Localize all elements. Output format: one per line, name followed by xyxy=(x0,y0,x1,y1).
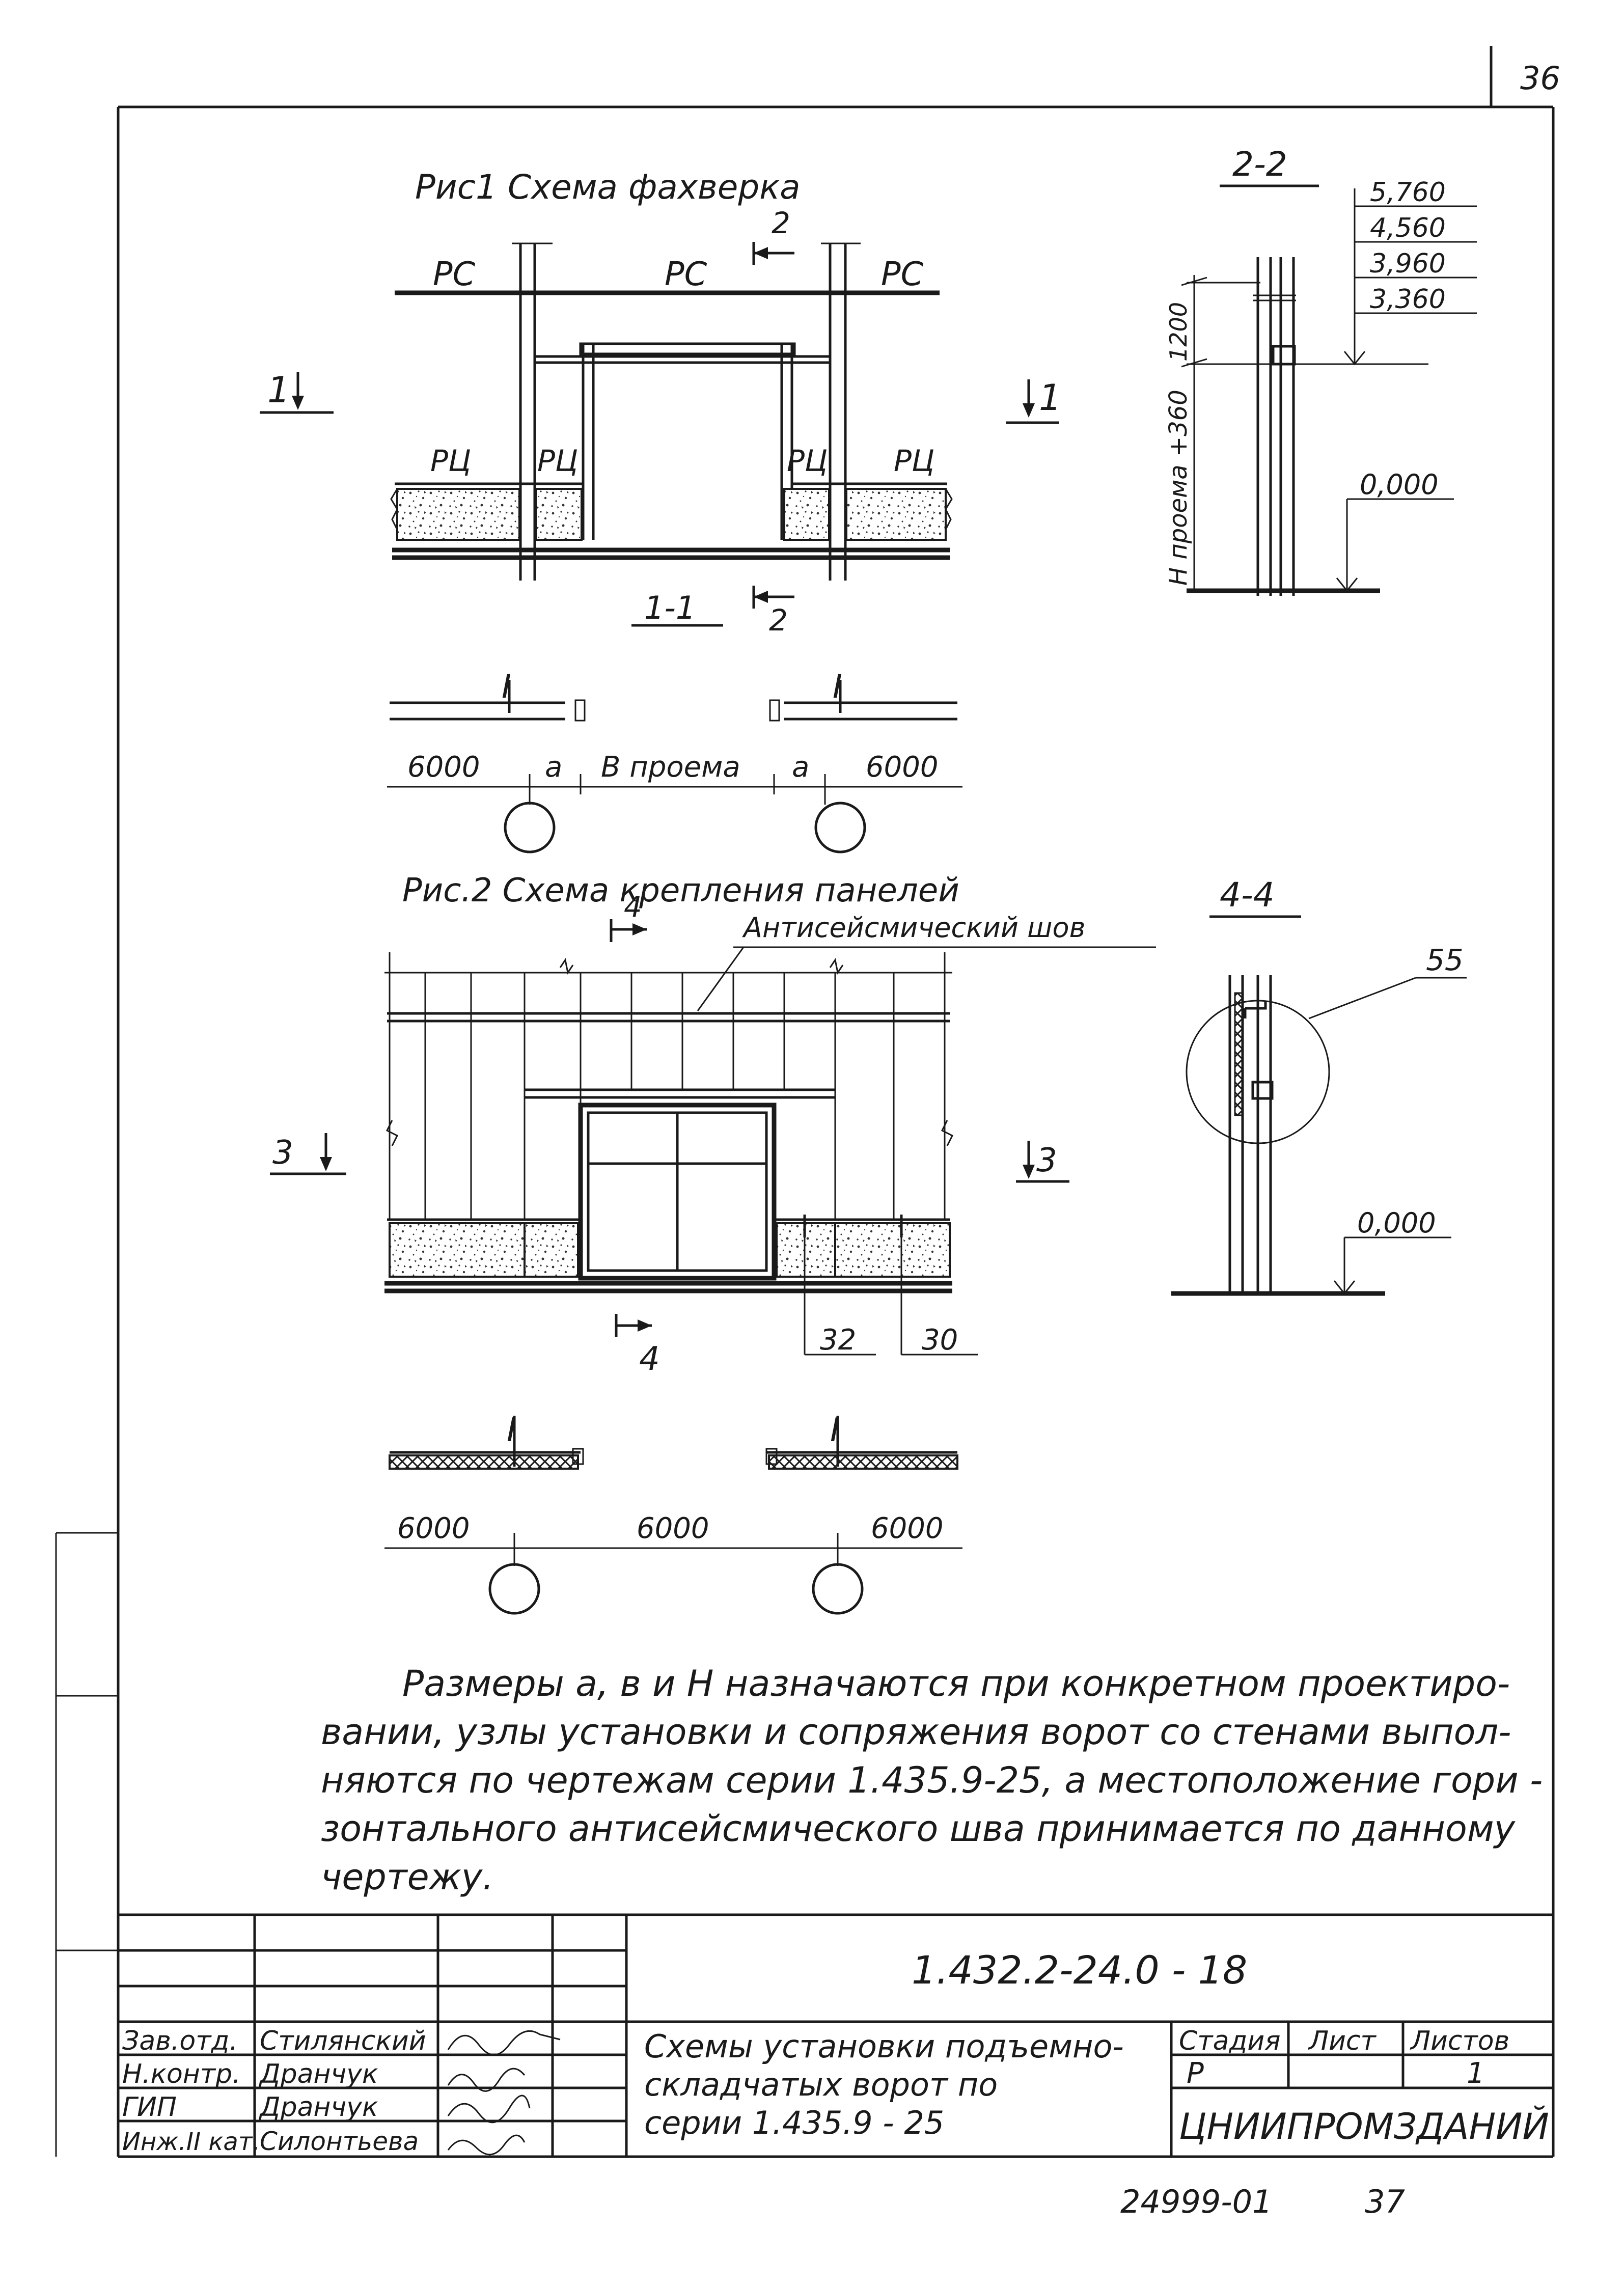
plan2-dim-left: 6000 xyxy=(397,1512,470,1545)
rc-label-1: РЦ xyxy=(430,444,471,478)
page-number: 36 xyxy=(1520,60,1560,97)
name-1: Стилянский xyxy=(260,2026,426,2056)
sheets-header: Листов xyxy=(1410,2026,1509,2056)
plan1-dim-a-right: a xyxy=(792,751,809,784)
rc-label-2: РЦ xyxy=(537,444,578,478)
rs-label-mid: РС xyxy=(665,256,707,293)
section-mark-1-left xyxy=(260,372,334,414)
name-2: Дранчук xyxy=(259,2059,378,2089)
section-mark-3-right xyxy=(1016,1141,1069,1183)
plan1-dim-left: 6000 xyxy=(407,751,480,784)
seam-leader xyxy=(697,947,745,1011)
plan2 xyxy=(384,1416,962,1615)
organization: ЦНИИПРОМЗДАНИЙ xyxy=(1179,2106,1549,2147)
section-mark-1-right xyxy=(1006,379,1059,424)
plan1-dim-right: 6000 xyxy=(866,751,939,784)
dim-1200: 1200 xyxy=(1165,302,1192,362)
note-line-5: чертежу. xyxy=(321,1856,493,1898)
fig1-title: Рис1 Схема фахверка xyxy=(415,168,801,207)
section-4-bottom-label: 4 xyxy=(639,1340,660,1378)
description-line-2: складчатых ворот по xyxy=(644,2066,998,2103)
note-line-2: вании, узлы установки и сопряжения ворот… xyxy=(321,1711,1511,1753)
name-3: Дранчук xyxy=(259,2092,378,2123)
dim-opening-height: Н проема +360 xyxy=(1164,390,1193,586)
plan1-col-mark-left: I xyxy=(502,668,511,706)
general-note: Размеры a, в и Н назначаются при конкрет… xyxy=(321,1663,1543,1898)
section-2-2 xyxy=(1181,188,1477,596)
description-line-3: серии 1.435.9 - 25 xyxy=(644,2104,944,2141)
fig1-elevation xyxy=(390,242,953,581)
note-line-4: зонтального антисейсмического шва приним… xyxy=(321,1808,1516,1850)
section-1-1-caption: 1-1 xyxy=(644,589,696,626)
section-4-4 xyxy=(1171,975,1467,1296)
role-1: Зав.отд. xyxy=(122,2026,238,2056)
section-mark-2-top-label: 2 xyxy=(772,206,790,240)
seam-label: Антисейсмический шов xyxy=(742,912,1085,944)
plan2-dim-mid: 6000 xyxy=(637,1512,709,1545)
elevation-3360: 3,360 xyxy=(1370,284,1446,315)
callout-55-circle xyxy=(1186,1000,1330,1144)
plan1-dim-opening: В проема xyxy=(601,751,740,784)
role-4: Инж.II кат. xyxy=(122,2128,260,2156)
plan2-col-mark-right: I xyxy=(830,1412,840,1449)
sheets-value: 1 xyxy=(1467,2057,1485,2090)
section-4-top-label: 4 xyxy=(624,891,642,924)
sheet-frame xyxy=(55,46,1555,2158)
section-mark-2-bottom xyxy=(752,586,794,609)
rs-label-left: РС xyxy=(433,256,476,293)
elevation-4560: 4,560 xyxy=(1370,213,1446,243)
footer-page: 37 xyxy=(1365,2183,1405,2220)
plan2-col-mark-left: I xyxy=(507,1412,516,1449)
fig2-title: Рис.2 Схема крепления панелей xyxy=(402,872,959,910)
title-block xyxy=(118,1913,1553,2157)
section-mark-3-right-label: 3 xyxy=(1036,1142,1057,1179)
doc-code: 1.432.2-24.0 - 18 xyxy=(912,1947,1247,1993)
stage-value: Р xyxy=(1187,2057,1204,2090)
plan2-dim-right: 6000 xyxy=(871,1512,944,1545)
section-mark-2-top xyxy=(752,242,794,265)
description-line-1: Схемы установки подъемно- xyxy=(644,2028,1124,2065)
name-4: Силонтьева xyxy=(260,2127,419,2156)
sheet-header: Лист xyxy=(1308,2026,1377,2056)
section22-elev-zero: 0,000 xyxy=(1360,469,1439,501)
role-3: ГИП xyxy=(122,2092,177,2123)
section-mark-1-left-label: 1 xyxy=(267,369,290,411)
section-mark-3-left xyxy=(270,1133,346,1175)
stage-header: Стадия xyxy=(1179,2026,1281,2056)
plan1 xyxy=(387,680,962,853)
role-2: Н.контр. xyxy=(122,2059,241,2089)
rc-label-3: РЦ xyxy=(787,444,828,478)
section-4-4-caption: 4-4 xyxy=(1220,875,1275,915)
rs-label-right: РС xyxy=(881,256,924,293)
section-mark-2-bottom-label: 2 xyxy=(769,603,788,638)
section-2-2-caption: 2-2 xyxy=(1232,145,1287,184)
note-line-3: няются по чертежам серии 1.435.9-25, а м… xyxy=(321,1759,1543,1801)
callout-32: 32 xyxy=(820,1324,856,1357)
section-mark-1-right-label: 1 xyxy=(1039,377,1062,419)
note-line-1: Размеры a, в и Н назначаются при конкрет… xyxy=(402,1663,1510,1704)
callout-55: 55 xyxy=(1426,943,1464,977)
plan1-dim-a-left: a xyxy=(545,751,562,784)
elevation-5760: 5,760 xyxy=(1370,177,1446,208)
callout-30: 30 xyxy=(922,1324,958,1357)
rc-label-4: РЦ xyxy=(894,444,934,478)
plan1-col-mark-right: I xyxy=(833,668,842,706)
inventory-number: 24999-01 xyxy=(1120,2183,1273,2220)
elevation-3960: 3,960 xyxy=(1370,249,1446,279)
section-mark-3-left-label: 3 xyxy=(272,1134,293,1172)
fig2-elevation xyxy=(384,919,978,1356)
section44-elev-zero: 0,000 xyxy=(1357,1207,1436,1239)
